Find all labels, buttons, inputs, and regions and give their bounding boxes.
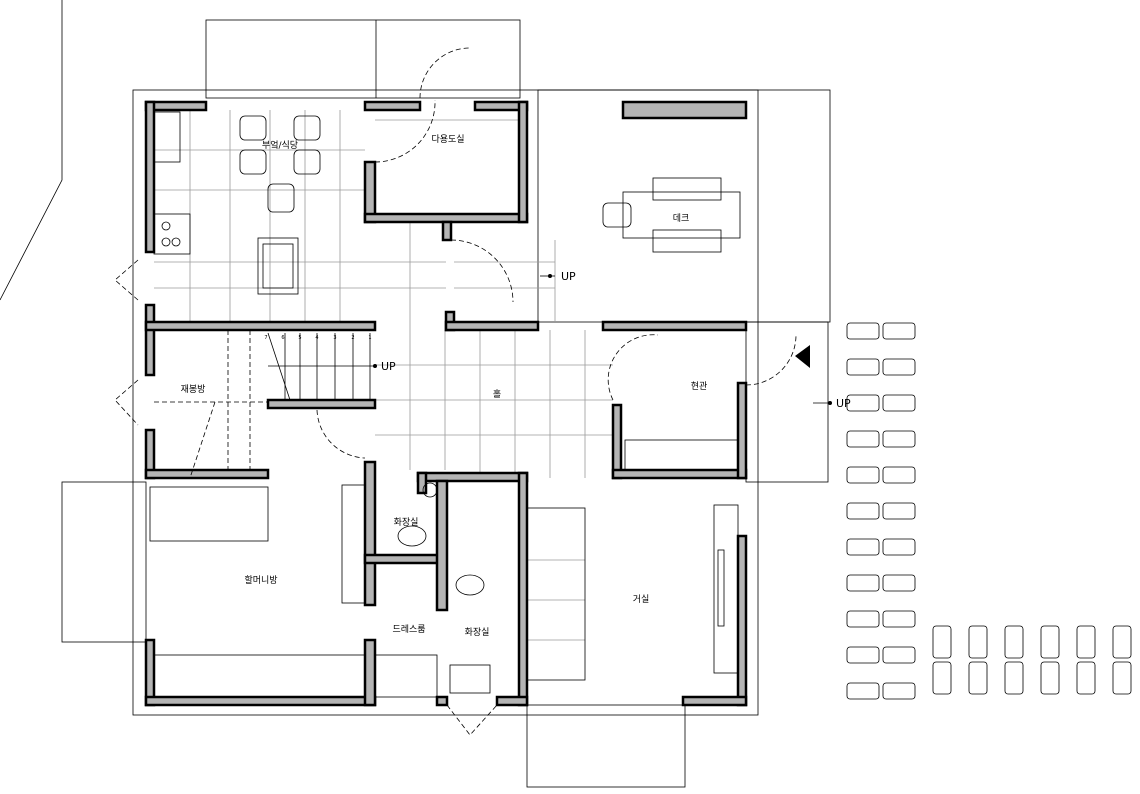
stair: 7 6 5 4 3 2 1 UP UP UP	[264, 270, 851, 410]
paver-block	[1112, 661, 1132, 695]
deck-outline	[537, 89, 831, 323]
paver-block	[1040, 625, 1060, 659]
rear-terrace	[205, 19, 521, 99]
room-label-kitchen: 부엌/식당	[262, 139, 298, 151]
paver-block	[882, 358, 916, 376]
chair	[239, 115, 267, 141]
paver-block	[882, 466, 916, 484]
paver-block	[968, 625, 988, 659]
chair	[293, 149, 321, 175]
room-label-living: 거실	[633, 594, 650, 605]
walls	[144, 100, 748, 707]
step-number: 5	[298, 335, 301, 341]
side-terrace	[61, 481, 147, 643]
step-number: 4	[315, 335, 318, 341]
room-label-grandma: 할머니방	[244, 575, 277, 586]
paver-block	[846, 322, 880, 340]
up-label: UP	[836, 397, 851, 410]
paver-block	[882, 646, 916, 664]
furniture	[149, 111, 741, 698]
paver-block	[1076, 661, 1096, 695]
paver-block	[1040, 661, 1060, 695]
step-number: 6	[281, 335, 284, 341]
up-label: UP	[561, 270, 576, 283]
room-label-hall: 홀	[493, 388, 501, 400]
paver-block	[846, 502, 880, 520]
paver-block	[846, 358, 880, 376]
chair	[267, 183, 295, 213]
step-number: 3	[333, 335, 336, 341]
building-outline	[132, 89, 759, 716]
paver-block	[846, 610, 880, 628]
room-label-bath1: 화장실	[394, 517, 419, 528]
paver-block	[1004, 625, 1024, 659]
paver-block	[846, 430, 880, 448]
paver-block	[846, 574, 880, 592]
paver-block	[846, 646, 880, 664]
paver-block	[968, 661, 988, 695]
up-label: UP	[381, 360, 396, 373]
front-terrace	[526, 704, 686, 788]
step-number: 7	[264, 335, 267, 341]
paver-block	[1004, 661, 1024, 695]
step-number: 2	[351, 335, 354, 341]
room-label-deck: 데크	[673, 213, 690, 224]
paver-block	[882, 682, 916, 700]
room-label-bath2: 화장실	[465, 627, 490, 638]
paver-block	[1076, 625, 1096, 659]
paver-block	[846, 538, 880, 556]
room-label-dress: 드레스룸	[392, 624, 425, 635]
chair	[293, 115, 321, 141]
paver-block	[882, 610, 916, 628]
paver-block	[882, 430, 916, 448]
paver-block	[882, 502, 916, 520]
paver-block	[1112, 625, 1132, 659]
paver-block	[932, 661, 952, 695]
paver-block	[846, 394, 880, 412]
entrance-marker-icon	[795, 345, 810, 368]
step-number: 1	[368, 335, 371, 341]
paver-block	[846, 466, 880, 484]
site-boundary	[0, 0, 63, 301]
room-label-entrance: 현관	[691, 381, 708, 392]
paver-block	[846, 682, 880, 700]
door-swings	[114, 47, 797, 736]
room-label-utility: 다용도실	[431, 134, 464, 145]
room-label-sewing: 재봉방	[181, 384, 206, 395]
paver-block	[932, 625, 952, 659]
parking-pavers	[846, 322, 1132, 700]
chair	[239, 149, 267, 175]
paver-block	[882, 538, 916, 556]
paver-block	[882, 322, 916, 340]
floor-tiles	[154, 110, 613, 641]
paver-block	[882, 574, 916, 592]
paver-block	[882, 394, 916, 412]
